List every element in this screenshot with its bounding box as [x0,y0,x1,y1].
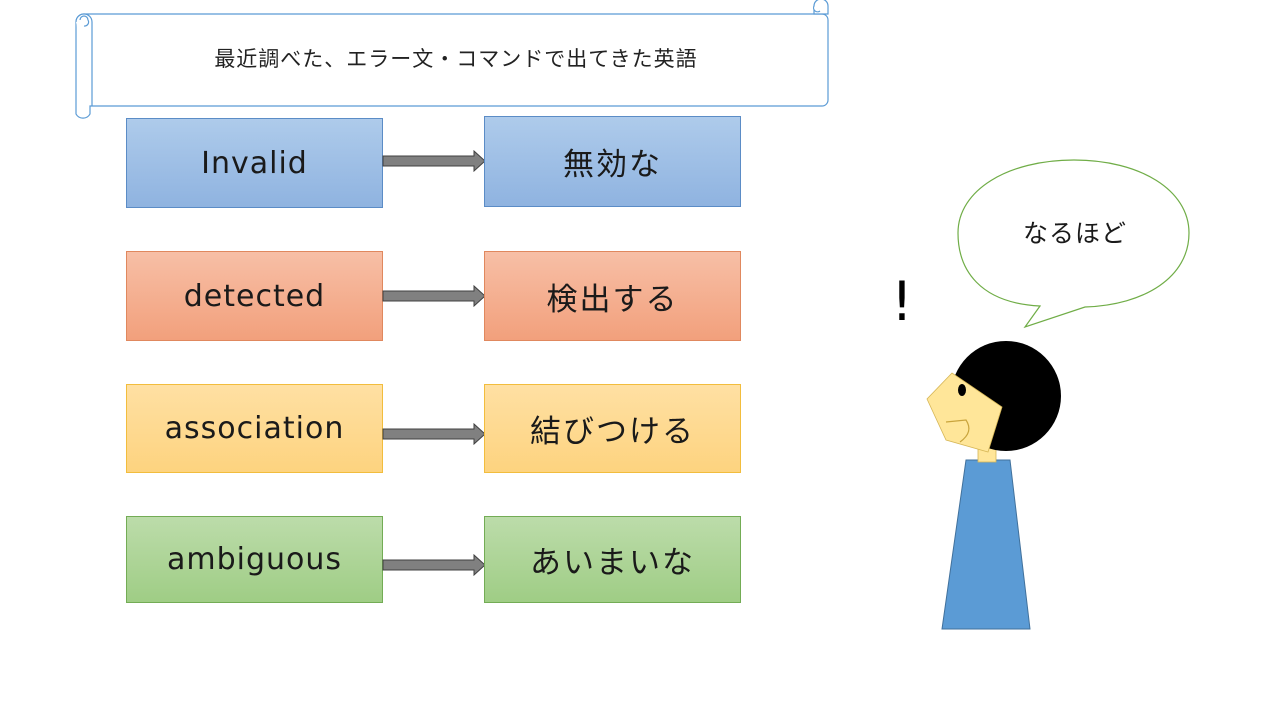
meaning-label: 無効な [563,147,662,183]
exclamation-mark: ! [891,269,913,333]
meaning-box-invalid: 無効な [484,116,741,207]
arrow-icon [382,150,486,172]
term-label: detected [183,278,326,314]
meaning-box-ambiguous: あいまいな [484,516,741,603]
mouth-icon [945,419,970,443]
meaning-label: 結びつける [530,414,695,450]
speech-bubble-shape [957,159,1190,329]
person-face [926,372,1003,453]
term-box-invalid: Invalid [126,118,383,208]
person-figure [926,341,1061,630]
arrow-icon [382,554,486,576]
meaning-box-association: 結びつける [484,384,741,473]
arrow-icon [382,285,486,307]
term-box-detected: detected [126,251,383,341]
meaning-label: あいまいな [530,545,695,581]
title-text: 最近調べた、エラー文・コマンドで出てきた英語 [214,47,698,71]
term-label: association [164,411,345,446]
person-body [941,459,1031,630]
arrow-icon [382,423,486,445]
term-label: ambiguous [166,542,343,577]
term-box-ambiguous: ambiguous [126,516,383,603]
eye-icon [958,384,966,396]
title-scroll-banner [75,0,829,119]
meaning-label: 検出する [546,281,679,318]
term-label: Invalid [201,145,308,181]
speech-bubble-text: なるほど [1022,219,1127,248]
meaning-box-detected: 検出する [484,251,741,341]
term-box-association: association [126,384,383,473]
